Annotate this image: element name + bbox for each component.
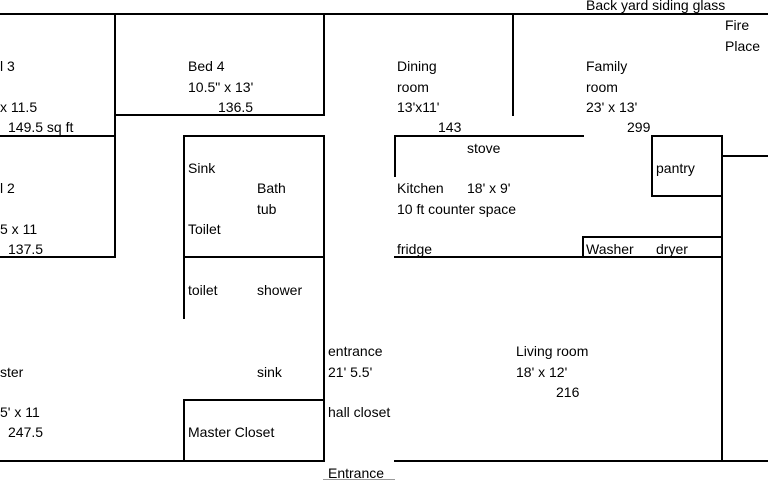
wall-closet-top bbox=[183, 399, 325, 401]
wall-fridge-line bbox=[394, 256, 723, 258]
bed4-name: Bed 4 bbox=[188, 58, 225, 74]
pantry-label: pantry bbox=[656, 160, 695, 176]
bed4-area: 136.5 bbox=[218, 99, 254, 115]
family-label-2: room bbox=[586, 79, 618, 95]
wall-kitchen-left bbox=[394, 135, 396, 177]
dining-area: 143 bbox=[438, 119, 462, 135]
dining-dims: 13'x11' bbox=[397, 99, 440, 115]
master-dims: 5' x 11 bbox=[0, 404, 40, 420]
wall-bath-right bbox=[323, 135, 325, 257]
entrance-dims: 21' 5.5' bbox=[328, 364, 373, 380]
wall-bottom-right bbox=[394, 460, 768, 462]
wall-east bbox=[721, 135, 723, 461]
wall-laundry-left bbox=[582, 236, 584, 257]
wall-exterior-east bbox=[721, 155, 768, 157]
toilet-upper-label: Toilet bbox=[188, 221, 221, 237]
bed3-dims: x 11.5 bbox=[0, 99, 38, 115]
family-area: 299 bbox=[627, 119, 651, 135]
counter-label: 10 ft counter space bbox=[397, 201, 517, 217]
wall-pantry-bottom bbox=[651, 195, 723, 197]
wall-bottom-left bbox=[0, 460, 325, 462]
washer-label: Washer bbox=[586, 241, 634, 257]
wall-bed3-bottom bbox=[0, 135, 116, 137]
bed2-name: l 2 bbox=[0, 180, 15, 196]
kitchen-name: Kitchen bbox=[397, 180, 444, 196]
shower-label: shower bbox=[257, 282, 303, 298]
fire-place-label-1: Fire bbox=[725, 17, 750, 33]
entrance-bottom-label: Entrance bbox=[328, 465, 385, 481]
bed2-area: 137.5 bbox=[8, 241, 44, 257]
bed3-area: 149.5 sq ft bbox=[8, 119, 74, 135]
wall-bath-left bbox=[183, 135, 185, 319]
wall-laundry-top bbox=[582, 236, 723, 238]
wall-kitchen-top bbox=[394, 135, 584, 137]
wall-top bbox=[0, 13, 768, 15]
wall-bath-bottom bbox=[183, 256, 325, 258]
bed2-dims: 5 x 11 bbox=[0, 221, 38, 237]
fridge-label: fridge bbox=[397, 241, 433, 257]
family-dims: 23' x 13' bbox=[586, 99, 638, 115]
wall-pantry-left bbox=[651, 135, 653, 197]
bed4-dims: 10.5" x 13' bbox=[188, 79, 254, 95]
stove-label: stove bbox=[467, 140, 501, 156]
wall-bath-top bbox=[183, 135, 325, 137]
entrance-label: entrance bbox=[328, 343, 383, 359]
master-closet-label: Master Closet bbox=[188, 424, 275, 440]
bath-label-2: tub bbox=[257, 201, 277, 217]
master-name: ster bbox=[0, 364, 24, 380]
fire-place-label-2: Place bbox=[725, 38, 761, 54]
sink-upper-label: Sink bbox=[188, 160, 216, 176]
entrance-threshold bbox=[323, 479, 395, 480]
living-name: Living room bbox=[516, 343, 589, 359]
wall-dining-family-divider bbox=[512, 13, 514, 116]
wall-closet-left bbox=[183, 399, 185, 461]
hall-closet-label: hall closet bbox=[328, 404, 391, 420]
wall-bed4-bottom bbox=[114, 114, 325, 116]
dining-label-1: Dining bbox=[397, 58, 437, 74]
dryer-label: dryer bbox=[656, 241, 688, 257]
back-yard-label: Back yard siding glass bbox=[586, 0, 726, 13]
sink-lower-label: sink bbox=[257, 364, 282, 380]
family-label-1: Family bbox=[586, 58, 628, 74]
living-area: 216 bbox=[556, 384, 580, 400]
master-area: 247.5 bbox=[8, 424, 44, 440]
bed3-name: l 3 bbox=[0, 58, 15, 74]
dining-label-2: room bbox=[397, 79, 429, 95]
wall-pantry-top bbox=[651, 135, 723, 137]
wall-bed2-bottom bbox=[0, 256, 116, 258]
toilet-lower-label: toilet bbox=[188, 282, 218, 298]
wall-bed4-right bbox=[323, 13, 325, 116]
living-dims: 18' x 12' bbox=[516, 364, 568, 380]
kitchen-dims: 18' x 9' bbox=[467, 180, 511, 196]
bath-label-1: Bath bbox=[257, 180, 286, 196]
wall-hall-right bbox=[323, 256, 325, 461]
